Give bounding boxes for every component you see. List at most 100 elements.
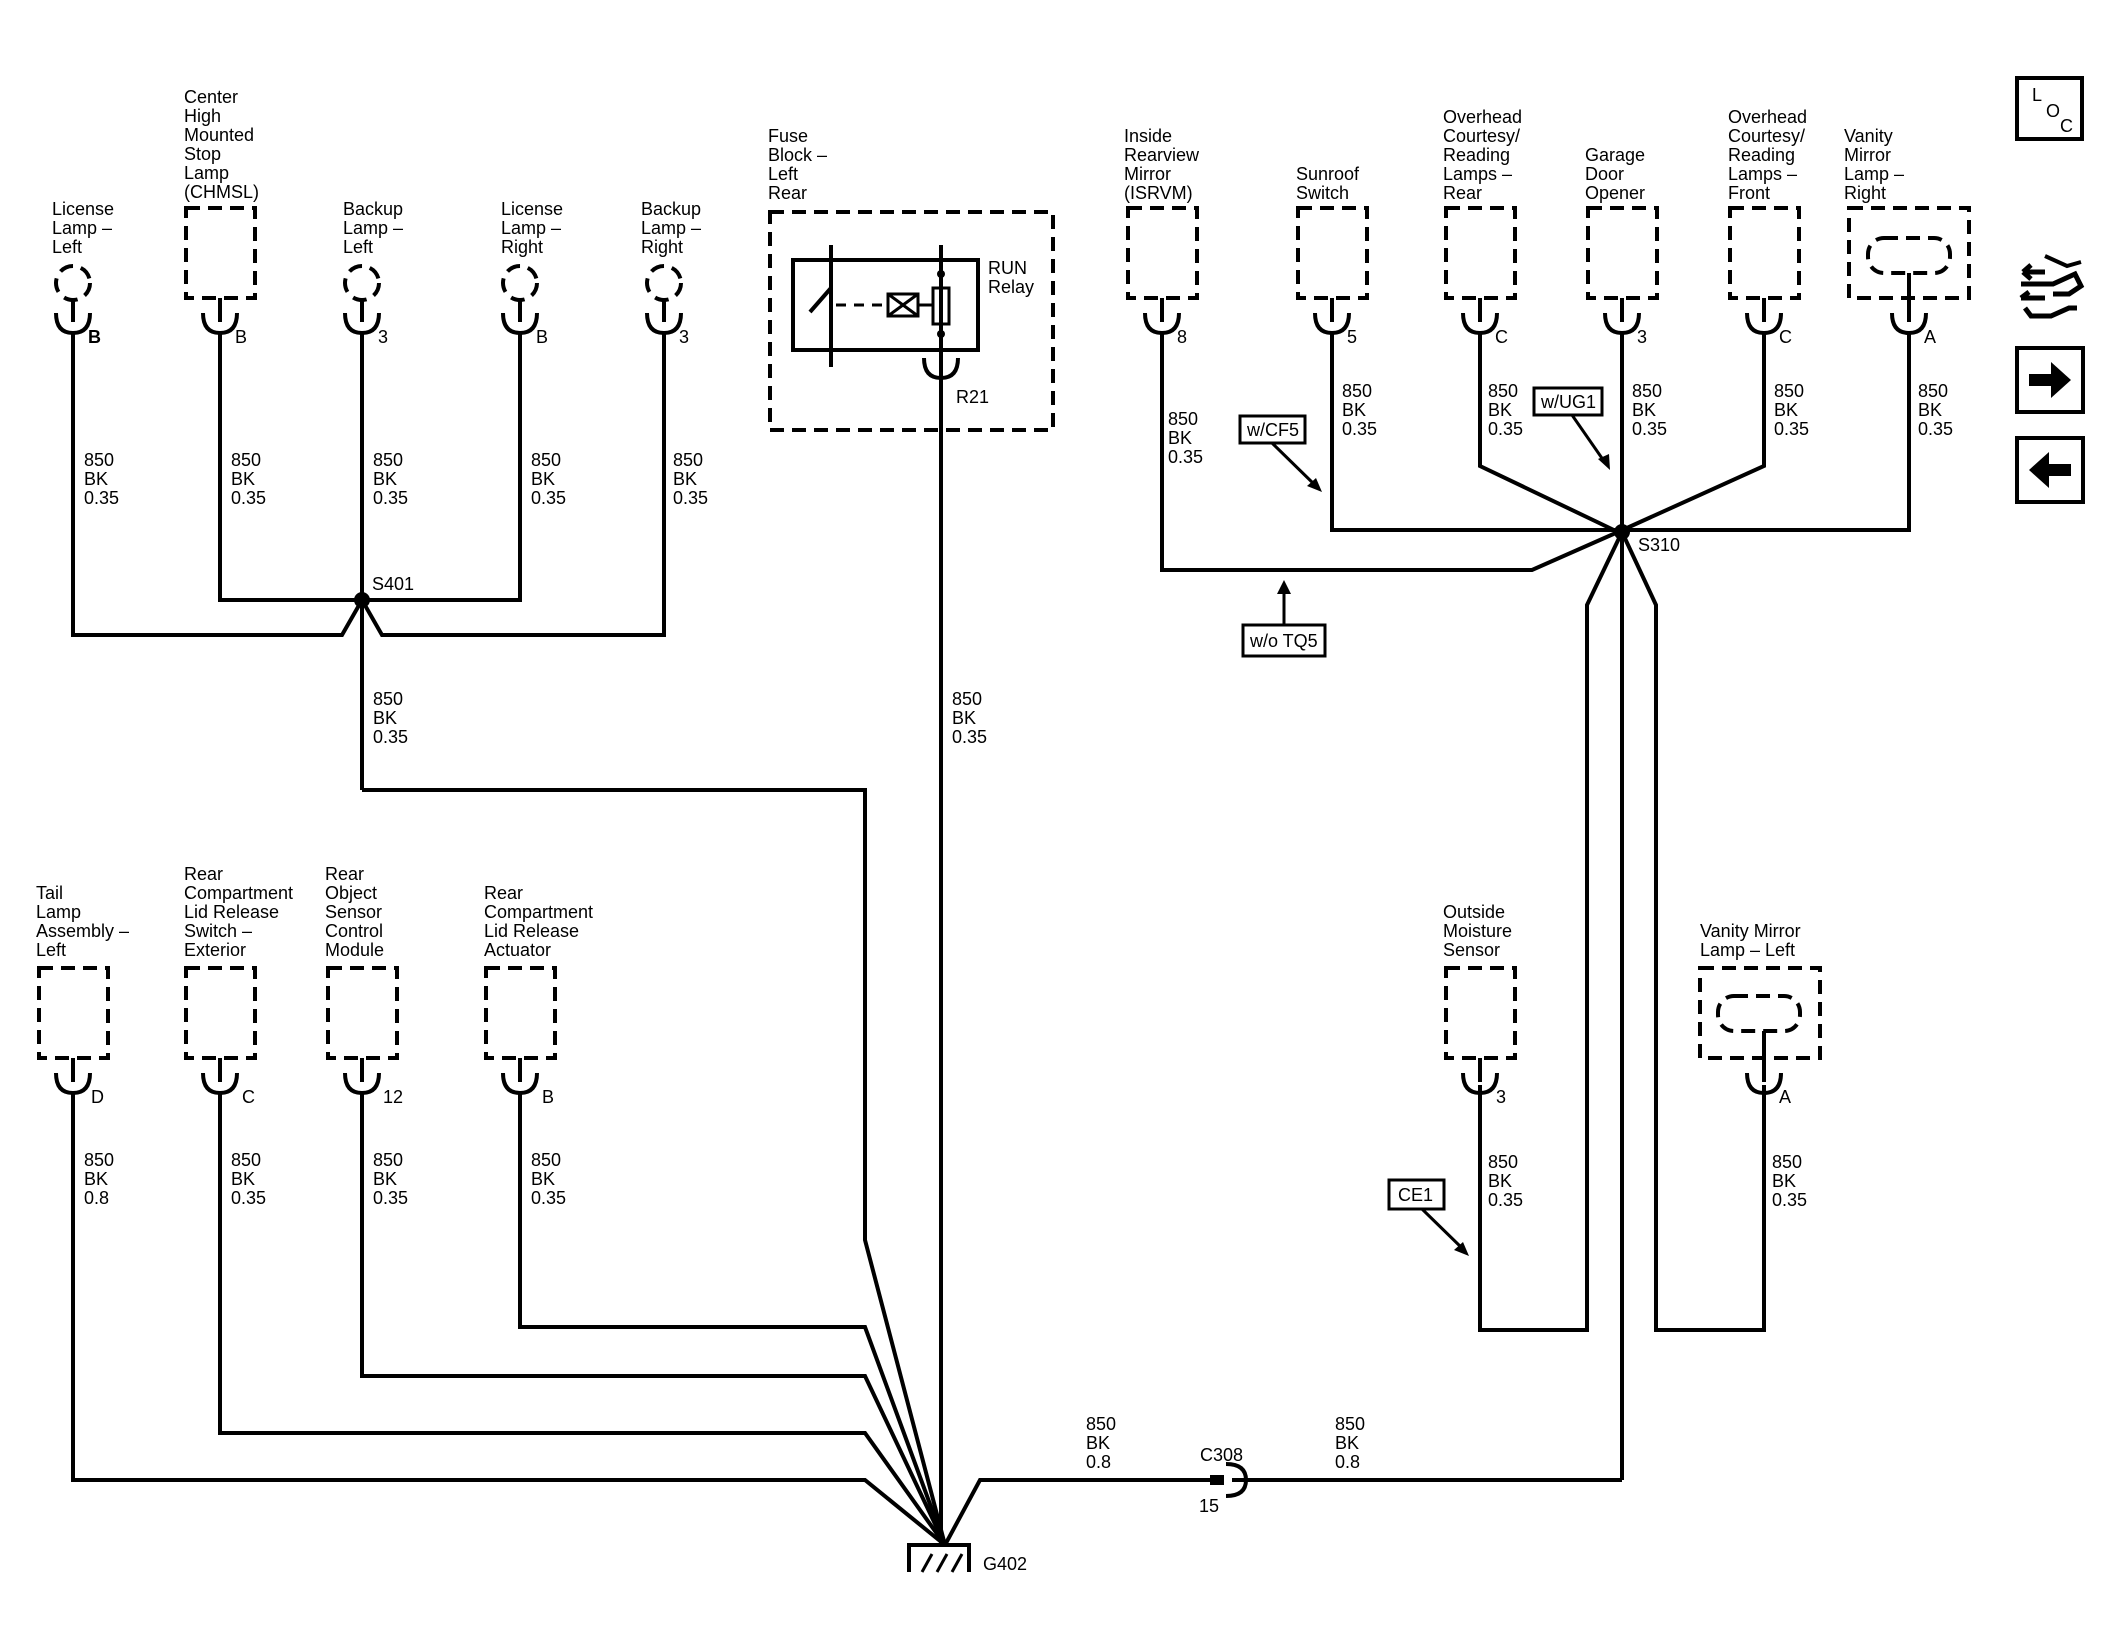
rear-object-sensor-module — [326, 966, 399, 1096]
tail-lamp-assembly-left — [37, 966, 110, 1096]
overhead-lamps-front — [1728, 206, 1801, 336]
lid-release-actuator — [484, 966, 557, 1096]
svg-text:0.35: 0.35 — [1774, 419, 1809, 439]
svg-text:Lamps –: Lamps – — [1728, 164, 1797, 184]
option-callout-ug1: w/UG1 — [1532, 386, 1610, 470]
svg-text:Center: Center — [184, 87, 238, 107]
svg-text:BK: BK — [84, 1169, 108, 1189]
svg-text:Lamp –: Lamp – — [641, 218, 701, 238]
svg-text:BK: BK — [1488, 1171, 1512, 1191]
svg-text:850: 850 — [1168, 409, 1198, 429]
svg-text:0.8: 0.8 — [84, 1188, 109, 1208]
pin-tail-lamp-left: D — [91, 1087, 104, 1107]
svg-text:850: 850 — [531, 1150, 561, 1170]
pin-sunroof: 5 — [1347, 327, 1357, 347]
svg-text:Lid Release: Lid Release — [184, 902, 279, 922]
svg-text:BK: BK — [1086, 1433, 1110, 1453]
label-vanity-right: Vanity Mirror Lamp – Right — [1844, 126, 1904, 203]
license-lamp-left — [54, 264, 92, 336]
option-callout-tq5: w/o TQ5 — [1241, 580, 1327, 658]
svg-text:Rear: Rear — [1443, 183, 1482, 203]
svg-text:BK: BK — [1342, 400, 1366, 420]
svg-text:Front: Front — [1728, 183, 1770, 203]
svg-text:BK: BK — [231, 1169, 255, 1189]
svg-text:Courtesy/: Courtesy/ — [1728, 126, 1805, 146]
svg-text:Module: Module — [325, 940, 384, 960]
svg-text:850: 850 — [231, 1150, 261, 1170]
svg-text:Lamp: Lamp — [184, 163, 229, 183]
ground-g402 — [907, 1543, 971, 1573]
svg-text:850: 850 — [84, 1150, 114, 1170]
svg-text:BK: BK — [373, 708, 397, 728]
svg-text:Overhead: Overhead — [1443, 107, 1522, 127]
svg-text:0.35: 0.35 — [1772, 1190, 1807, 1210]
svg-text:BK: BK — [1168, 428, 1192, 448]
loc-button[interactable]: L O C — [2015, 76, 2084, 141]
svg-text:Lamps –: Lamps – — [1443, 164, 1512, 184]
svg-text:Right: Right — [641, 237, 683, 257]
svg-text:850: 850 — [231, 450, 261, 470]
svg-text:Rear: Rear — [768, 183, 807, 203]
svg-text:Vanity Mirror: Vanity Mirror — [1700, 921, 1801, 941]
label-lid-release-switch: Rear Compartment Lid Release Switch – Ex… — [184, 864, 293, 960]
svg-text:Right: Right — [1844, 183, 1886, 203]
pin-lid-release-actuator: B — [542, 1087, 554, 1107]
svg-text:Fuse: Fuse — [768, 126, 808, 146]
label-chmsl: Center High Mounted Stop Lamp (CHMSL) — [184, 87, 259, 202]
svg-text:O: O — [2046, 101, 2060, 121]
svg-text:0.8: 0.8 — [1335, 1452, 1360, 1472]
connector-view-button[interactable] — [2015, 250, 2085, 325]
svg-text:Mounted: Mounted — [184, 125, 254, 145]
ground-label: G402 — [983, 1554, 1027, 1574]
next-page-icon — [2029, 362, 2071, 398]
svg-text:Lid Release: Lid Release — [484, 921, 579, 941]
svg-text:Object: Object — [325, 883, 377, 903]
label-lid-release-actuator: Rear Compartment Lid Release Actuator — [484, 883, 593, 960]
svg-text:850: 850 — [1918, 381, 1948, 401]
svg-text:Moisture: Moisture — [1443, 921, 1512, 941]
svg-text:850: 850 — [1342, 381, 1372, 401]
label-vanity-left: Vanity Mirror Lamp – Left — [1700, 921, 1801, 960]
svg-text:Backup: Backup — [343, 199, 403, 219]
svg-text:BK: BK — [531, 469, 555, 489]
pin-license-lamp-left: B — [88, 327, 101, 347]
svg-text:Sensor: Sensor — [325, 902, 382, 922]
svg-text:850: 850 — [1632, 381, 1662, 401]
svg-text:0.35: 0.35 — [231, 488, 266, 508]
label-tail-lamp-left: Tail Lamp Assembly – Left — [36, 883, 129, 960]
next-page-button[interactable] — [2015, 346, 2085, 414]
connector-c308-name: C308 — [1200, 1445, 1243, 1465]
svg-text:Garage: Garage — [1585, 145, 1645, 165]
svg-text:Left: Left — [52, 237, 82, 257]
svg-text:Opener: Opener — [1585, 183, 1645, 203]
pin-overhead-front: C — [1779, 327, 1792, 347]
label-license-lamp-right: License Lamp – Right — [501, 199, 563, 257]
svg-text:Overhead: Overhead — [1728, 107, 1807, 127]
svg-text:Lamp –: Lamp – — [52, 218, 112, 238]
svg-text:Switch –: Switch – — [184, 921, 252, 941]
backup-lamp-left — [343, 264, 381, 336]
svg-text:BK: BK — [84, 469, 108, 489]
vanity-mirror-lamp-left — [1698, 966, 1822, 1096]
svg-text:License: License — [52, 199, 114, 219]
svg-text:BK: BK — [373, 469, 397, 489]
svg-text:BK: BK — [952, 708, 976, 728]
fuse-block-left-rear — [768, 210, 1055, 432]
previous-page-button[interactable] — [2015, 436, 2085, 504]
svg-text:850: 850 — [1772, 1152, 1802, 1172]
svg-text:BK: BK — [373, 1169, 397, 1189]
svg-text:Sensor: Sensor — [1443, 940, 1500, 960]
svg-text:850: 850 — [952, 689, 982, 709]
pin-overhead-rear: C — [1495, 327, 1508, 347]
connector-c308 — [1210, 1462, 1249, 1498]
label-overhead-front: Overhead Courtesy/ Reading Lamps – Front — [1728, 107, 1807, 203]
